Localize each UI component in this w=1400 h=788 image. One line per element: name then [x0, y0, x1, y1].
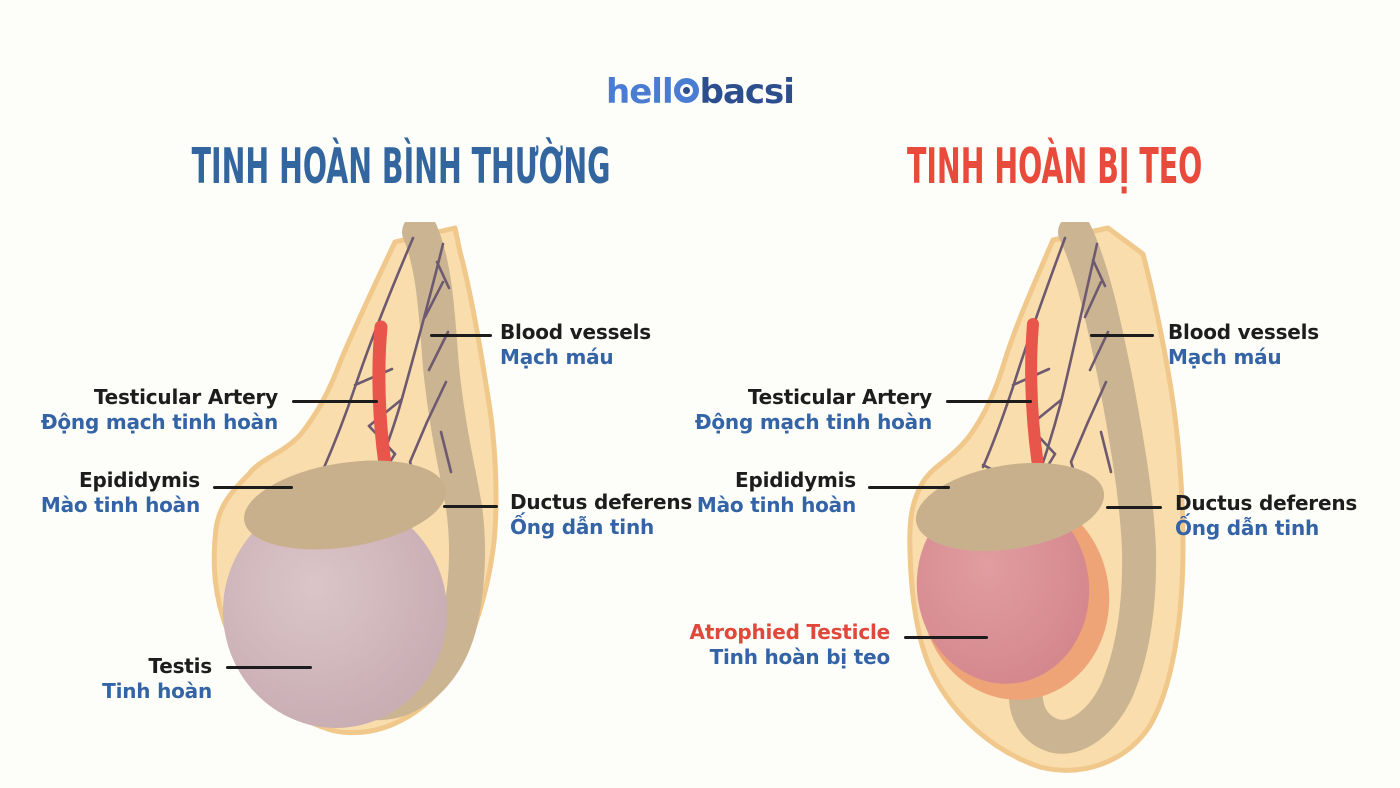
- connector-line: [946, 400, 1032, 403]
- label-testicular-artery-left: Testicular Artery Động mạch tinh hoàn: [18, 385, 278, 435]
- label-vi: Mạch máu: [500, 345, 614, 369]
- label-vi: Tinh hoàn: [102, 679, 212, 703]
- testis-shape: [222, 496, 448, 728]
- connector-line: [1090, 334, 1154, 337]
- label-vi: Ống dẫn tinh: [510, 515, 655, 539]
- label-en: Epididymis: [79, 468, 200, 492]
- atrophied-testicle-illustration: [907, 222, 1186, 773]
- label-vi: Động mạch tinh hoàn: [40, 410, 278, 434]
- label-en: Testicular Artery: [747, 385, 932, 409]
- label-blood-vessels-right: Blood vessels Mạch máu: [1168, 320, 1319, 370]
- label-testis-left: Testis Tinh hoàn: [12, 654, 212, 704]
- label-ductus-deferens-left: Ductus deferens Ống dẫn tinh: [510, 490, 692, 540]
- normal-testicle-illustration: [211, 222, 499, 736]
- connector-line: [213, 486, 293, 489]
- connector-line: [904, 636, 988, 639]
- label-atrophied-testicle: Atrophied Testicle Tinh hoàn bị teo: [630, 620, 891, 670]
- label-en: Epididymis: [735, 468, 856, 492]
- connector-line: [430, 334, 492, 337]
- label-en: Ductus deferens: [1175, 491, 1358, 515]
- label-epididymis-left: Epididymis Mào tinh hoàn: [0, 468, 200, 518]
- label-en: Testis: [148, 654, 212, 678]
- logo-text-hello: hell: [606, 72, 674, 112]
- logo-text-bacsi: bacsi: [699, 72, 795, 112]
- label-vi: Động mạch tinh hoàn: [694, 410, 932, 434]
- label-en: Ductus deferens: [510, 490, 693, 514]
- ductus-band-shape: [1009, 222, 1157, 754]
- label-ductus-deferens-right: Ductus deferens Ống dẫn tinh: [1175, 491, 1357, 541]
- right-section-title: TINH HOÀN BỊ TEO: [907, 138, 1203, 195]
- label-blood-vessels-left: Blood vessels Mạch máu: [500, 320, 651, 370]
- epididymis-shape: [244, 460, 446, 550]
- label-vi: Mào tinh hoàn: [40, 493, 200, 517]
- label-en: Blood vessels: [500, 320, 651, 344]
- connector-line: [226, 666, 312, 669]
- label-en: Atrophied Testicle: [689, 620, 891, 644]
- connector-line: [1106, 506, 1162, 509]
- label-vi: Mào tinh hoàn: [696, 493, 856, 517]
- label-epididymis-right: Epididymis Mào tinh hoàn: [656, 468, 856, 518]
- left-section-title: TINH HOÀN BÌNH THƯỜNG: [191, 138, 611, 195]
- connector-line: [443, 505, 498, 508]
- label-en: Testicular Artery: [93, 385, 278, 409]
- label-vi: Ống dẫn tinh: [1175, 516, 1320, 540]
- label-vi: Mạch máu: [1168, 345, 1282, 369]
- connector-line: [292, 400, 378, 403]
- hellobacsi-logo: hell bacsi: [0, 72, 1400, 112]
- label-vi: Tinh hoàn bị teo: [709, 645, 891, 669]
- connector-line: [868, 486, 950, 489]
- label-en: Blood vessels: [1168, 320, 1319, 344]
- epididymis-shape: [915, 462, 1105, 552]
- label-testicular-artery-right: Testicular Artery Động mạch tinh hoàn: [672, 385, 932, 435]
- stethoscope-o-icon: [673, 78, 699, 103]
